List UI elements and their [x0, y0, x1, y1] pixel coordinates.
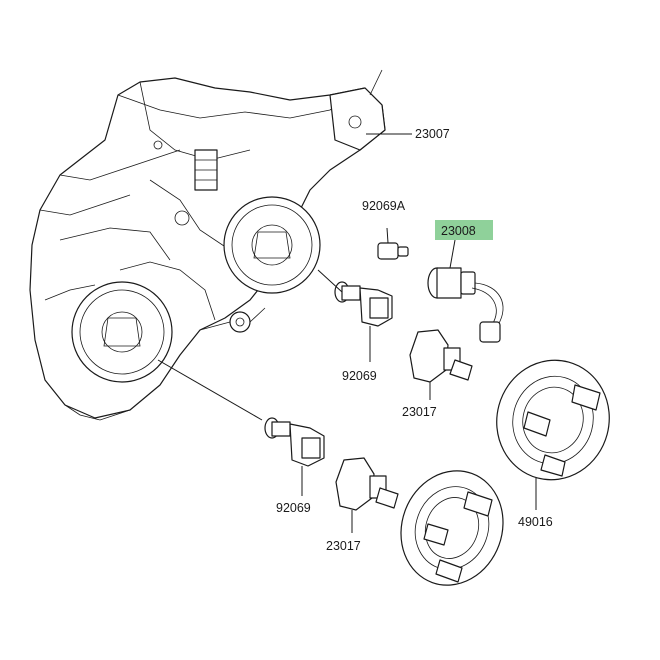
dust-cover-lower — [400, 470, 504, 586]
h4-bulb-lower-92069 — [157, 359, 325, 496]
h4-bulb-upper-92069 — [317, 269, 393, 362]
label-92069-upper: 92069 — [342, 369, 377, 383]
label-23008: 23008 — [441, 224, 476, 238]
label-92069-lower: 92069 — [276, 501, 311, 515]
bulb-socket-lower-23017 — [335, 457, 399, 533]
bulb-socket-upper-23017 — [409, 329, 473, 400]
label-92069A: 92069A — [362, 199, 406, 213]
label-23007: 23007 — [415, 127, 450, 141]
label-23017-lower: 23017 — [326, 539, 361, 553]
label-23017-upper: 23017 — [402, 405, 437, 419]
parking-bulb-92069A — [377, 227, 409, 260]
dust-cover-upper-49016 — [496, 359, 610, 510]
label-49016: 49016 — [518, 515, 553, 529]
label-23008-highlight — [435, 220, 493, 240]
headlight-bulb-23008 — [427, 239, 504, 343]
headlight-housing — [29, 69, 386, 421]
